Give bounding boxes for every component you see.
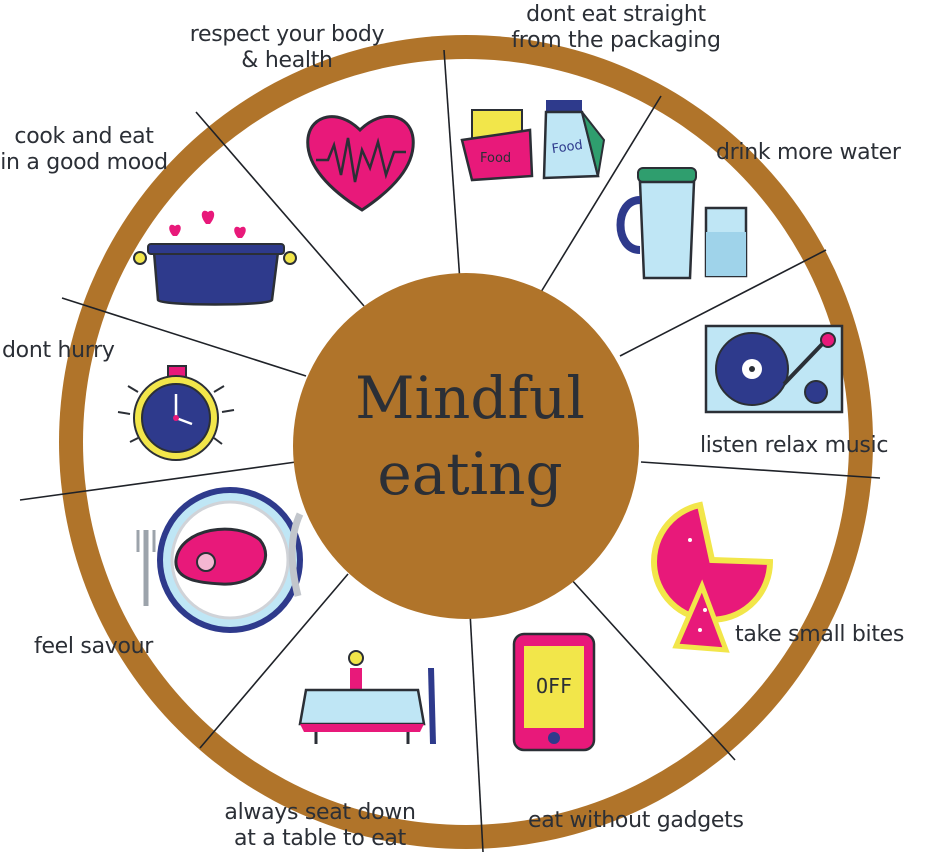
label-music: listen relax music bbox=[700, 433, 889, 458]
steak-plate-icon bbox=[136, 487, 304, 633]
svg-text:Food: Food bbox=[480, 151, 511, 166]
wheel-hub bbox=[293, 273, 639, 619]
svg-text:Food: Food bbox=[551, 138, 584, 157]
wheel-spokes bbox=[19, 49, 881, 853]
pie-slice-icon bbox=[651, 501, 774, 653]
center-title-line-1: Mindful bbox=[355, 364, 585, 432]
phone-off-icon: OFF bbox=[512, 632, 596, 752]
heart-pulse-icon bbox=[306, 114, 415, 212]
center-title: Mindful eating bbox=[300, 360, 640, 512]
dining-table-icon bbox=[298, 650, 436, 744]
water-jug-glass-icon bbox=[616, 167, 748, 280]
label-health: respect your body & health bbox=[189, 22, 385, 73]
label-mood: cook and eat in a good mood bbox=[0, 124, 168, 175]
label-packaging: dont eat straight from the packaging bbox=[511, 2, 721, 53]
record-player-icon bbox=[704, 324, 844, 414]
stopwatch-icon bbox=[117, 365, 235, 461]
label-gadgets: eat without gadgets bbox=[528, 808, 744, 833]
food-packages-icon: Food Food bbox=[460, 100, 606, 182]
cooking-pot-icon bbox=[133, 210, 297, 306]
label-table: always seat down at a table to eat bbox=[224, 800, 416, 851]
label-water: drink more water bbox=[716, 140, 901, 165]
label-savour: feel savour bbox=[34, 634, 154, 659]
svg-text:OFF: OFF bbox=[536, 674, 572, 698]
label-bites: take small bites bbox=[735, 622, 905, 647]
center-title-line-2: eating bbox=[377, 440, 563, 508]
label-hurry: dont hurry bbox=[2, 338, 115, 363]
